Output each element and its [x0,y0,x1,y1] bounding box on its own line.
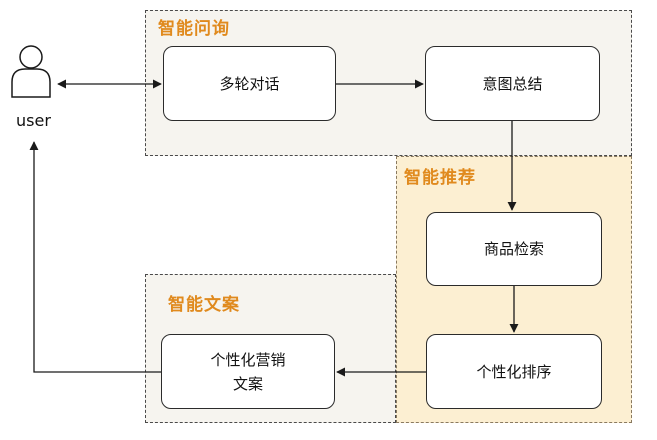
node-label: 多轮对话 [219,74,280,93]
node-personalized-ranking[interactable]: 个性化排序 [426,334,602,409]
region-title-recommend: 智能推荐 [404,168,476,188]
node-intent-summary[interactable]: 意图总结 [425,46,600,121]
node-multi-turn-dialogue[interactable]: 多轮对话 [163,46,336,121]
node-product-search[interactable]: 商品检索 [426,212,602,286]
node-label: 意图总结 [482,74,543,93]
user-icon [11,45,51,98]
edge-copy-user [29,141,161,373]
region-title-inquiry: 智能问询 [158,19,230,39]
region-title-copywriting: 智能文案 [168,295,240,315]
node-label: 个性化排序 [476,362,552,381]
user-label: user [16,111,51,130]
node-personalized-copy[interactable]: 个性化营销 文案 [161,334,335,409]
node-label: 商品检索 [483,240,544,258]
node-label-line1: 个性化营销 [210,350,286,369]
node-label-line2: 文案 [232,374,263,393]
